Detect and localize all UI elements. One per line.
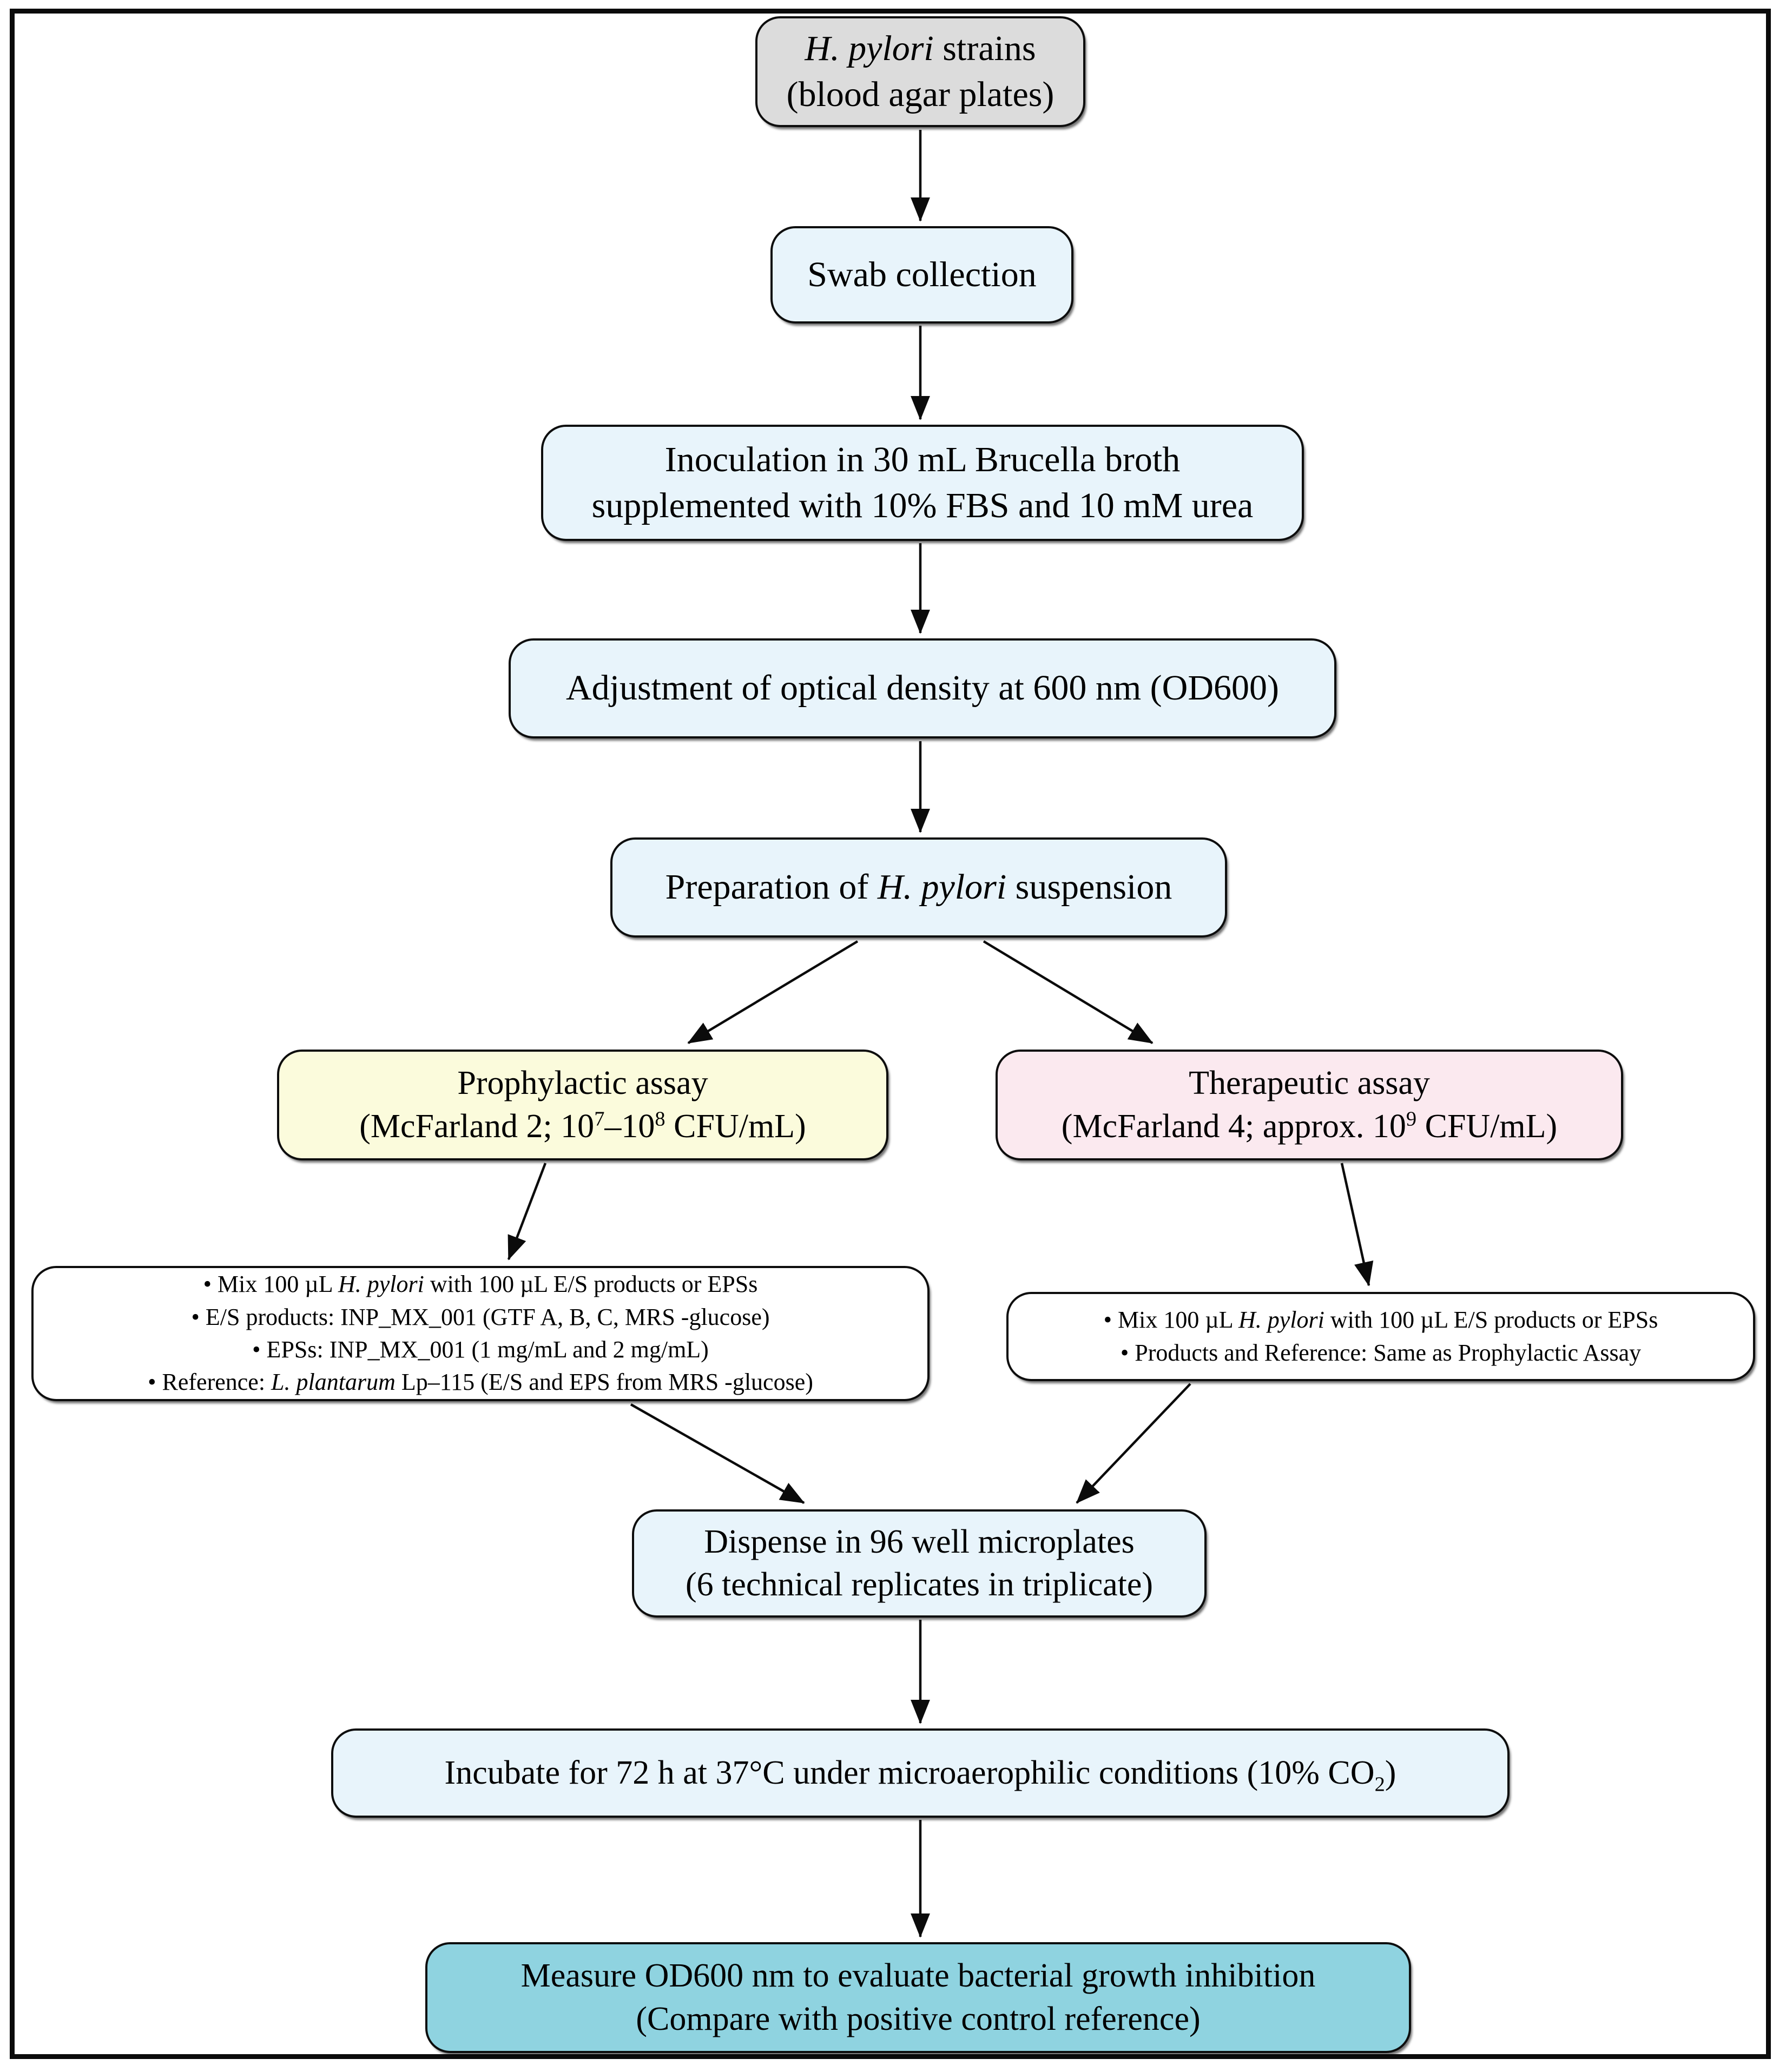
inoculation-node-line-2: supplemented with 10% FBS and 10 mM urea [591,485,1254,525]
prophylactic-details-node-line-1: • Mix 100 µL H. pylori with 100 µL E/S p… [203,1271,758,1298]
prophylactic-assay-node-line-1: Prophylactic assay [457,1065,708,1102]
therapeutic-assay-node-line-1: Therapeutic assay [1189,1065,1430,1102]
prophylactic-details-node-line-4: • Reference: L. plantarum Lp–115 (E/S an… [148,1369,813,1396]
optical-density-adjustment-node-line-1: Adjustment of optical density at 600 nm … [566,668,1279,708]
incubation-node-line-1: Incubate for 72 h at 37°C under microaer… [444,1754,1396,1796]
measure-od600-node[interactable]: Measure OD600 nm to evaluate bacterial g… [425,1942,1411,2053]
h-pylori-strains-node-line-1: H. pylori strains [805,29,1036,69]
incubation-node[interactable]: Incubate for 72 h at 37°C under microaer… [331,1728,1510,1818]
prophylactic-details-node-line-3: • EPSs: INP_MX_001 (1 mg/mL and 2 mg/mL) [252,1336,709,1363]
dispense-microplates-node-line-1: Dispense in 96 well microplates [704,1523,1135,1560]
therapeutic-assay-node-line-2: (McFarland 4; approx. 109 CFU/mL) [1061,1107,1558,1145]
prophylactic-details-node-line-2: • E/S products: INP_MX_001 (GTF A, B, C,… [191,1303,770,1330]
therapeutic-details-node[interactable]: • Mix 100 µL H. pylori with 100 µL E/S p… [1006,1292,1755,1381]
dispense-microplates-node[interactable]: Dispense in 96 well microplates (6 techni… [632,1509,1207,1618]
swab-collection-node-line-1: Swab collection [807,254,1037,294]
therapeutic-details-node-line-2: • Products and Reference: Same as Prophy… [1120,1339,1642,1366]
dispense-microplates-node-line-2: (6 technical replicates in triplicate) [685,1566,1154,1603]
prophylactic-assay-node-line-2: (McFarland 2; 107–108 CFU/mL) [359,1107,806,1145]
therapeutic-details-node-line-1: • Mix 100 µL H. pylori with 100 µL E/S p… [1103,1306,1658,1334]
swab-collection-node[interactable]: Swab collection [770,226,1073,324]
measure-od600-node-line-2: (Compare with positive control reference… [636,2000,1201,2037]
inoculation-node[interactable]: Inoculation in 30 mL Brucella broth suppl… [541,425,1304,541]
measure-od600-node-line-1: Measure OD600 nm to evaluate bacterial g… [520,1957,1316,1995]
suspension-preparation-node-line-1: Preparation of H. pylori suspension [665,867,1172,907]
h-pylori-strains-node-line-2: (blood agar plates) [786,74,1055,114]
diagram-frame [10,9,1771,2059]
inoculation-node-line-1: Inoculation in 30 mL Brucella broth [664,440,1181,480]
optical-density-adjustment-node[interactable]: Adjustment of optical density at 600 nm … [509,638,1336,738]
prophylactic-assay-node[interactable]: Prophylactic assay (McFarland 2; 107–108 … [277,1050,888,1160]
therapeutic-assay-node[interactable]: Therapeutic assay (McFarland 4; approx. 1… [996,1050,1623,1160]
suspension-preparation-node[interactable]: Preparation of H. pylori suspension [610,837,1227,938]
prophylactic-details-node[interactable]: • Mix 100 µL H. pylori with 100 µL E/S p… [31,1266,930,1401]
h-pylori-strains-node[interactable]: H. pylori strains (blood agar plates) [755,16,1085,127]
